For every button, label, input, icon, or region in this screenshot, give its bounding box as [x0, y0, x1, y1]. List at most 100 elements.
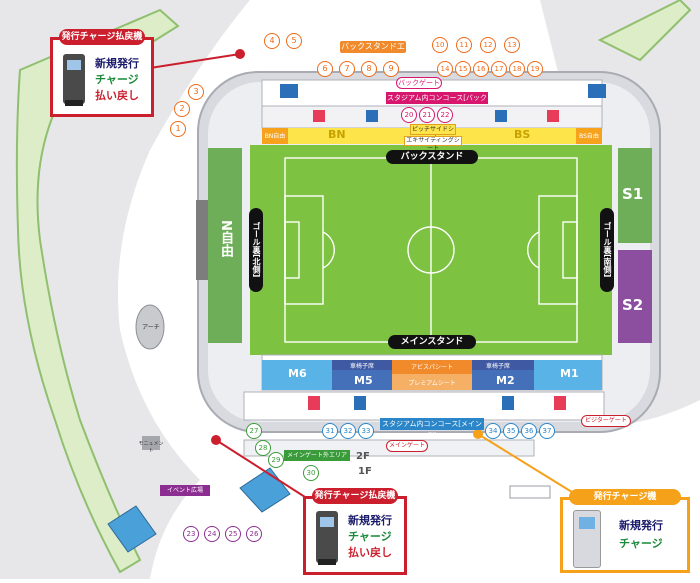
label-back-gate: バックゲート	[396, 77, 442, 89]
stand-bn-free	[262, 128, 288, 144]
spot-27[interactable]: 27	[246, 423, 262, 439]
spot-19[interactable]: 19	[527, 61, 543, 77]
spot-17[interactable]: 17	[491, 61, 507, 77]
label-avispa-seat: アビスパシート	[410, 364, 453, 371]
stand-bs	[455, 128, 602, 144]
spot-20[interactable]: 20	[401, 107, 417, 123]
spot-37[interactable]: 37	[539, 423, 555, 439]
label-premium-seat: プレミアムシート	[408, 380, 456, 387]
stand-premium	[392, 374, 472, 390]
label-main-gate-outside: メインゲート外エリア	[284, 450, 350, 461]
toilet-icons	[280, 84, 606, 410]
spot-24[interactable]: 24	[204, 526, 220, 542]
spot-13[interactable]: 13	[504, 37, 520, 53]
spot-35[interactable]: 35	[503, 423, 519, 439]
label-bs-free: BS自由	[579, 133, 599, 140]
label-wheelchair-right: 車椅子席	[486, 363, 511, 370]
label-main-stand: メインスタンド	[388, 335, 476, 349]
spot-22[interactable]: 22	[437, 107, 453, 123]
kiosk-line-new: 新規発行	[95, 57, 139, 70]
label-floor-1f: 1F	[358, 466, 372, 477]
spot-5[interactable]: 5	[286, 33, 302, 49]
spot-1[interactable]: 1	[170, 121, 186, 137]
kiosk-dot-top	[235, 49, 245, 59]
spot-11[interactable]: 11	[456, 37, 472, 53]
label-back-stand: バックスタンド	[386, 150, 478, 164]
spot-14[interactable]: 14	[437, 61, 453, 77]
spot-34[interactable]: 34	[485, 423, 501, 439]
label-m6: M6	[288, 367, 307, 380]
spot-3[interactable]: 3	[188, 84, 204, 100]
label-concourse-back: スタジアム内コンコース[バック側]	[386, 92, 488, 114]
label-goal-south: ゴール裏[南側]	[600, 208, 614, 292]
stand-m6	[262, 360, 332, 390]
spot-4[interactable]: 4	[264, 33, 280, 49]
stand-wheelchair-left	[332, 360, 392, 370]
kiosk-title: 発行チャージ機	[569, 489, 681, 505]
spot-12[interactable]: 12	[480, 37, 496, 53]
label-m1: M1	[560, 367, 579, 380]
connector-top-left	[149, 53, 241, 69]
kiosk-callout-bottom-center: 発行チャージ払戻機 新規発行 チャージ 払い戻し	[303, 488, 407, 575]
stand-wheelchair-right	[472, 360, 534, 370]
label-event-plaza: イベント広場	[160, 485, 210, 496]
kiosk-dot-right	[473, 429, 483, 439]
stand-bs-free	[576, 128, 602, 144]
kiosk-line-refund: 払い戻し	[95, 89, 139, 102]
label-goal-north: ゴール裏[北側]	[249, 208, 263, 292]
spot-31[interactable]: 31	[322, 423, 338, 439]
stand-m1	[534, 360, 602, 390]
spot-30[interactable]: 30	[303, 465, 319, 481]
kiosk-line-new: 新規発行	[348, 514, 392, 527]
spot-32[interactable]: 32	[340, 423, 356, 439]
spot-18[interactable]: 18	[509, 61, 525, 77]
label-bs: BS	[514, 128, 531, 141]
label-arch: アーチ	[142, 324, 160, 331]
stand-avispa	[392, 360, 472, 374]
kiosk-callout-top-left: 発行チャージ払戻機 新規発行 チャージ 払い戻し	[50, 29, 154, 117]
spot-36[interactable]: 36	[521, 423, 537, 439]
stand-n	[208, 148, 242, 343]
green-walkway	[15, 8, 180, 574]
label-m2: M2	[496, 374, 515, 387]
label-pitch-side-seat: ピッチサイドシート	[410, 124, 456, 142]
spot-26[interactable]: 26	[246, 526, 262, 542]
green-walkway-right	[597, 0, 692, 62]
label-visitor-gate: ビジターゲート	[581, 415, 631, 427]
spot-23[interactable]: 23	[183, 526, 199, 542]
kiosk-dot-bottom	[211, 435, 221, 445]
spot-2[interactable]: 2	[174, 101, 190, 117]
spot-33[interactable]: 33	[358, 423, 374, 439]
label-bn: BN	[328, 128, 346, 141]
spot-28[interactable]: 28	[255, 440, 271, 456]
stand-s1	[618, 148, 652, 243]
label-wheelchair-left: 車椅子席	[350, 363, 375, 370]
label-s2: S2	[622, 296, 644, 314]
kiosk-title: 発行チャージ払戻機	[59, 29, 145, 45]
spot-16[interactable]: 16	[473, 61, 489, 77]
monument-marker	[142, 436, 160, 450]
label-back-stand-area: バックスタンドエリア	[340, 41, 406, 63]
spot-21[interactable]: 21	[419, 107, 435, 123]
spot-25[interactable]: 25	[225, 526, 241, 542]
spot-10[interactable]: 10	[432, 37, 448, 53]
spot-8[interactable]: 8	[361, 61, 377, 77]
label-bn-free: BN自由	[264, 133, 286, 140]
spot-6[interactable]: 6	[317, 61, 333, 77]
spot-15[interactable]: 15	[455, 61, 471, 77]
ticket-machine-icon	[63, 54, 85, 106]
label-monument: モニュメント	[138, 441, 164, 454]
bridge-stairs	[107, 467, 291, 553]
label-n-free: N自由	[218, 220, 233, 257]
spot-9[interactable]: 9	[383, 61, 399, 77]
label-m5: M5	[354, 374, 373, 387]
spot-29[interactable]: 29	[268, 452, 284, 468]
kiosk-line-refund: 払い戻し	[348, 546, 392, 559]
kiosk-line-charge: チャージ	[348, 530, 392, 543]
label-excitement-seat: エキサイティングシート	[404, 136, 462, 152]
spot-7[interactable]: 7	[339, 61, 355, 77]
stand-bn	[262, 128, 407, 144]
connector-bottom-center	[215, 439, 306, 498]
stair-steps	[509, 485, 551, 499]
label-floor-2f: 2F	[356, 451, 370, 462]
